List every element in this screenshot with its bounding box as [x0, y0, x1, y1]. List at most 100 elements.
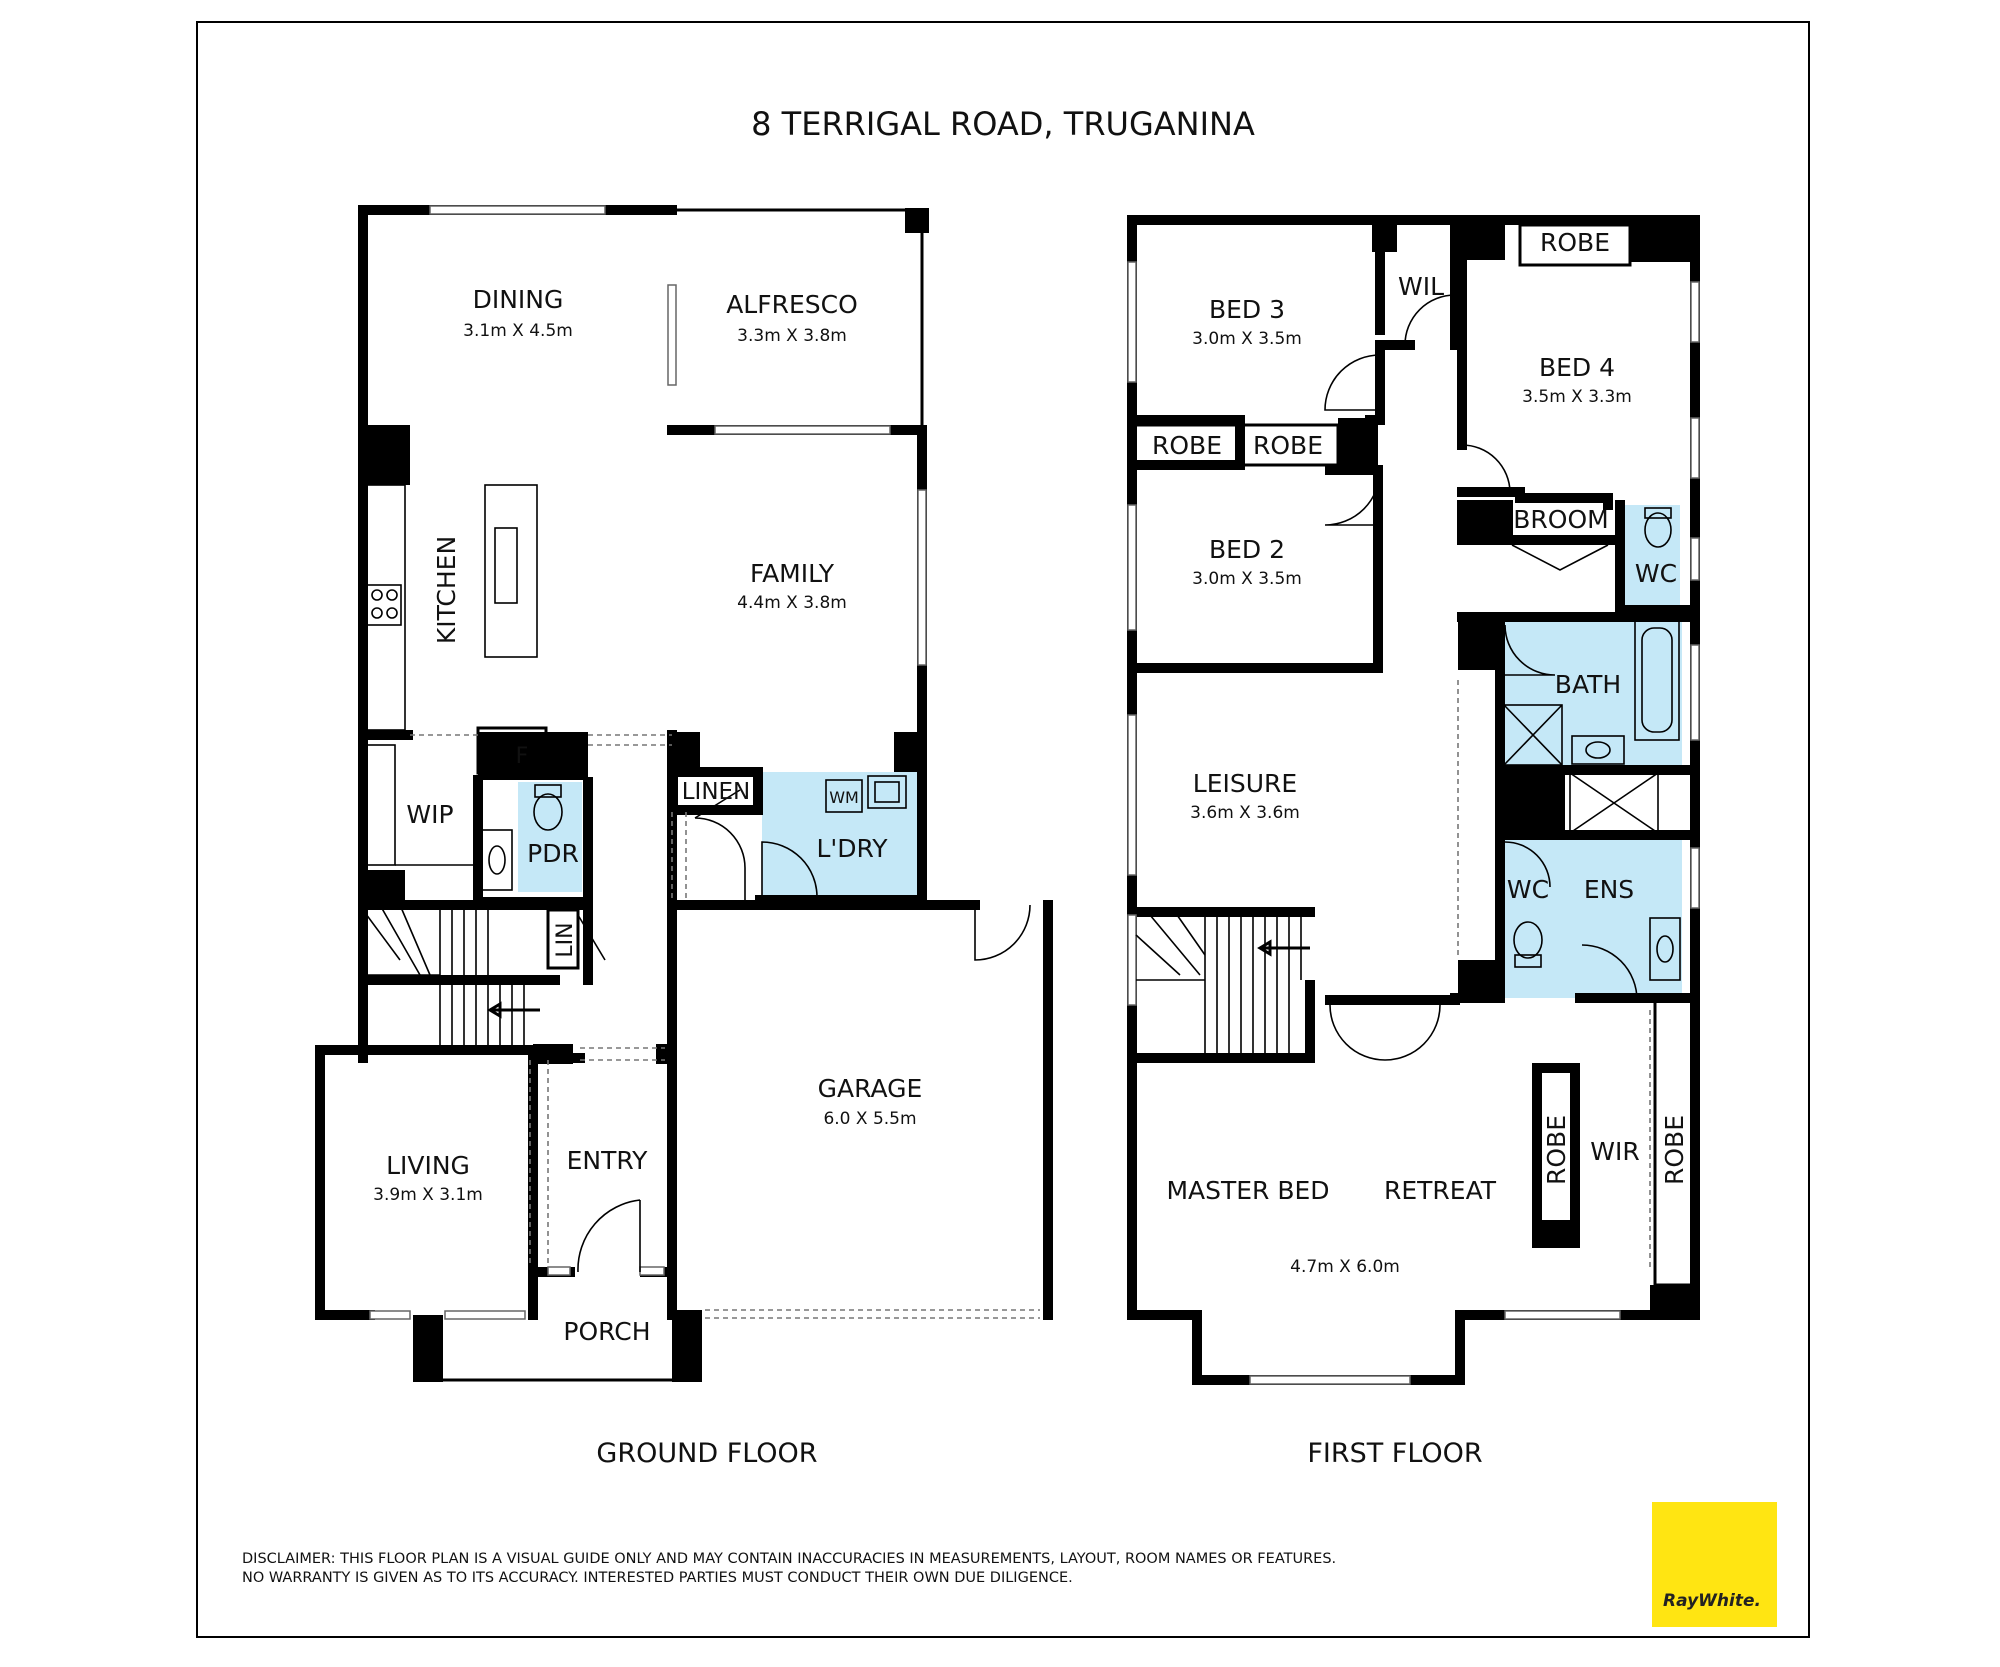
ens-basin	[1656, 935, 1674, 963]
ens-label: ENS	[1584, 875, 1634, 904]
first-floor-plan	[1127, 215, 1700, 1385]
bath-vanity	[1571, 735, 1625, 765]
bath-label: BATH	[1555, 670, 1621, 699]
wm-label: WM	[829, 788, 859, 807]
ground-window	[547, 1266, 571, 1276]
leisure-label: LEISURE	[1193, 769, 1297, 798]
kitchen-island	[484, 484, 538, 658]
ground-window	[714, 425, 891, 435]
robe-wir-right-label: ROBE	[1660, 1115, 1689, 1185]
master-size: 4.7m X 6.0m	[1290, 1257, 1400, 1277]
ground-pillar	[533, 1044, 573, 1064]
ground-pillar	[894, 732, 926, 772]
logo-text: RayWhite.	[1663, 1591, 1761, 1611]
first-window	[1127, 261, 1137, 383]
first-door-swing	[1461, 444, 1511, 493]
first-door-swing	[1329, 1004, 1441, 1061]
first-pillar	[1458, 960, 1500, 1000]
entry-label: ENTRY	[567, 1146, 649, 1175]
first-pillar	[1650, 1285, 1695, 1315]
cooktop-burner	[386, 589, 398, 601]
ground-door-swing	[694, 789, 746, 905]
master-bed-label: MASTER BED	[1166, 1176, 1329, 1205]
ground-pillar	[360, 425, 410, 485]
leisure-size: 3.6m X 3.6m	[1190, 803, 1300, 823]
ground-pillar	[360, 870, 405, 905]
robe-mid-label: ROBE	[1253, 431, 1323, 460]
cooktop-burner	[386, 607, 398, 619]
first-pillar	[1458, 615, 1503, 670]
ground-window	[369, 1310, 411, 1320]
washing-machine	[825, 779, 863, 813]
first-window	[1504, 1310, 1621, 1320]
page-frame	[196, 21, 1810, 1638]
ens-shower	[1569, 772, 1659, 834]
ground-floor-label: GROUND FLOOR	[596, 1438, 817, 1469]
kitchen-label: KITCHEN	[432, 536, 461, 644]
alfresco-label: ALFRESCO	[726, 290, 858, 319]
plan-title: 8 TERRIGAL ROAD, TRUGANINA	[751, 105, 1255, 143]
ground-pillar	[656, 1044, 672, 1064]
living-label: LIVING	[386, 1151, 470, 1180]
ground-window	[639, 1266, 665, 1276]
wir-robe-right	[1653, 998, 1695, 1287]
porch-label: PORCH	[563, 1317, 650, 1346]
laundry-tub-bowl	[874, 781, 900, 803]
ground-window	[429, 205, 606, 215]
first-door-swing	[1504, 841, 1551, 888]
ground-door-swing	[761, 841, 818, 898]
ground-opening	[410, 734, 672, 746]
ground-door-swing	[577, 1199, 641, 1273]
ground-opening	[529, 812, 687, 1265]
wir-robe-base	[1532, 1220, 1580, 1246]
lin-label: LIN	[553, 922, 578, 957]
ground-pillar	[905, 208, 929, 233]
bath-shower	[1503, 704, 1563, 766]
first-pillar	[1372, 220, 1397, 252]
wip-shelf	[366, 744, 396, 866]
bed3-label: BED 3	[1209, 295, 1285, 324]
wir-label: WIR	[1590, 1137, 1639, 1166]
ground-window	[444, 1310, 526, 1320]
fridge-label: F	[516, 744, 529, 769]
first-door-swing	[1324, 469, 1381, 526]
ground-living-walls	[315, 1045, 538, 1320]
retreat-label: RETREAT	[1384, 1176, 1497, 1205]
fridge-space	[476, 726, 548, 775]
laundry-label: L'DRY	[816, 834, 888, 863]
ens-vanity	[1649, 917, 1681, 981]
bed3-size: 3.0m X 3.5m	[1192, 329, 1302, 349]
ens-shower-cross	[1569, 772, 1659, 834]
bath-shower-cross	[1503, 704, 1563, 766]
first-stairs	[1135, 911, 1310, 1058]
ground-pillar	[672, 732, 700, 772]
wc-toilet	[1644, 512, 1672, 548]
first-window	[1690, 847, 1700, 909]
pdr-label: PDR	[527, 839, 579, 868]
first-door-swing	[1504, 624, 1556, 676]
ground-alfresco-outline	[672, 208, 924, 430]
wc-cistern	[1644, 507, 1672, 519]
dining-label: DINING	[473, 285, 564, 314]
bath-basin	[1585, 741, 1611, 759]
robe-wir-left-label: ROBE	[1542, 1115, 1571, 1185]
ens-cistern	[1514, 954, 1542, 968]
ground-garage-walls	[667, 900, 1053, 1320]
first-door-swing	[1581, 944, 1638, 1001]
first-window	[1127, 504, 1137, 631]
wc-wet-area	[1622, 505, 1680, 607]
living-size: 3.9m X 3.1m	[373, 1185, 483, 1205]
robe-bed4-label: ROBE	[1540, 228, 1610, 257]
ground-window	[667, 284, 677, 386]
laundry-tub	[867, 775, 907, 809]
first-window	[1690, 281, 1700, 343]
first-window	[1690, 537, 1700, 581]
logo-background	[1652, 1502, 1777, 1627]
first-window	[1690, 644, 1700, 741]
garage-size: 6.0 X 5.5m	[823, 1109, 916, 1129]
robe-mid-cupboard	[1238, 423, 1340, 467]
ens-toilet	[1513, 921, 1543, 959]
disclaimer-line-1: DISCLAIMER: THIS FLOOR PLAN IS A VISUAL …	[242, 1551, 1336, 1567]
first-outer-wall	[1127, 215, 1700, 1385]
